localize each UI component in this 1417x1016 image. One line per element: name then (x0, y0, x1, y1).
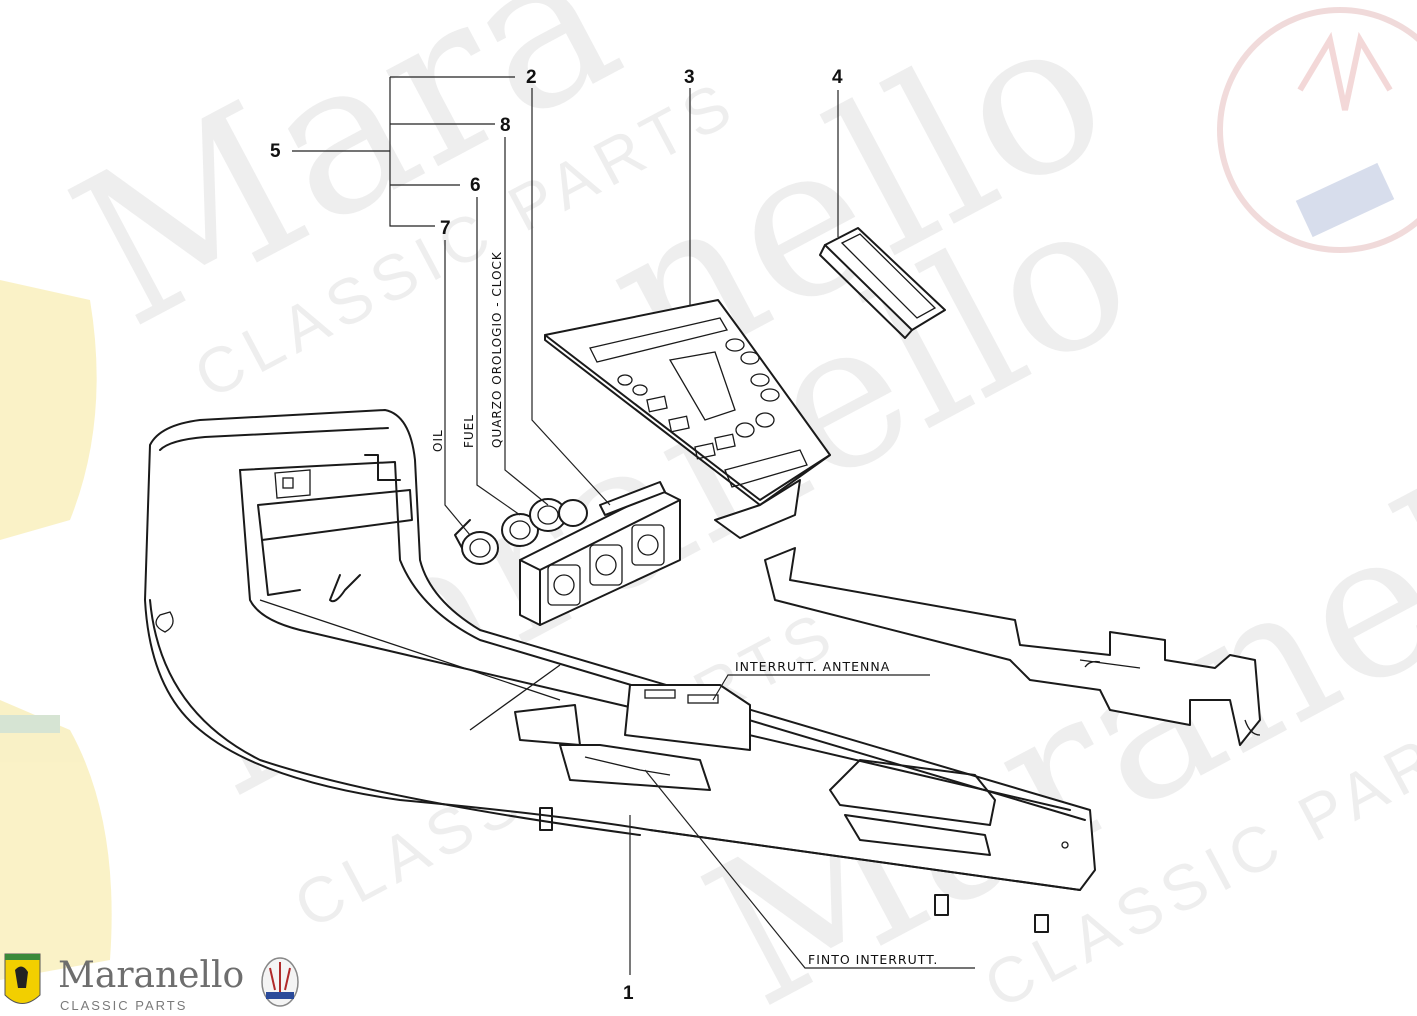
console-body (144, 409, 1096, 933)
maserati-trident-icon (261, 957, 299, 1007)
footer-brand-sub: CLASSIC PARTS (60, 998, 187, 1013)
ferrari-shield-icon (4, 953, 41, 1004)
part-number-7: 7 (440, 218, 451, 239)
panel-knob-icons (617, 338, 780, 438)
part-number-5: 5 (270, 141, 281, 162)
badge-plate (819, 227, 946, 339)
instrument-face-panel (544, 299, 831, 539)
part-number-8: 8 (500, 115, 511, 136)
footer-brand: Maranello CLASSIC PARTS (4, 953, 299, 1013)
leader-lines (292, 76, 975, 975)
watermark-maserati-emblem-icon (1217, 7, 1417, 253)
watermark-ferrari-shield-top-icon (0, 280, 97, 540)
part-number-4: 4 (832, 67, 843, 88)
part-number-6: 6 (470, 175, 481, 196)
part-number-1: 1 (623, 983, 634, 1004)
watermark-ferrari-shield-bottom-icon (0, 700, 112, 980)
footer-brand-name: Maranello (58, 955, 244, 996)
oil-gauge-icon (454, 519, 499, 565)
antenna-switch-label: INTERRUTT. ANTENNA (735, 659, 890, 674)
oil-label: OIL (431, 429, 445, 452)
clock-gauge-icon (529, 498, 588, 532)
dummy-switch-label: FINTO INTERRUTT. (808, 952, 938, 967)
console-support-bracket (764, 547, 1261, 746)
clock-label: QUARZO OROLOGIO - CLOCK (490, 251, 504, 448)
gauge-pods (454, 498, 588, 565)
gauge-bezel (519, 481, 681, 626)
fuel-label: FUEL (462, 414, 476, 448)
gauge-opening-icons (547, 524, 665, 606)
fuel-gauge-icon (501, 513, 539, 547)
part-number-3: 3 (684, 67, 695, 88)
part-number-2: 2 (526, 67, 537, 88)
